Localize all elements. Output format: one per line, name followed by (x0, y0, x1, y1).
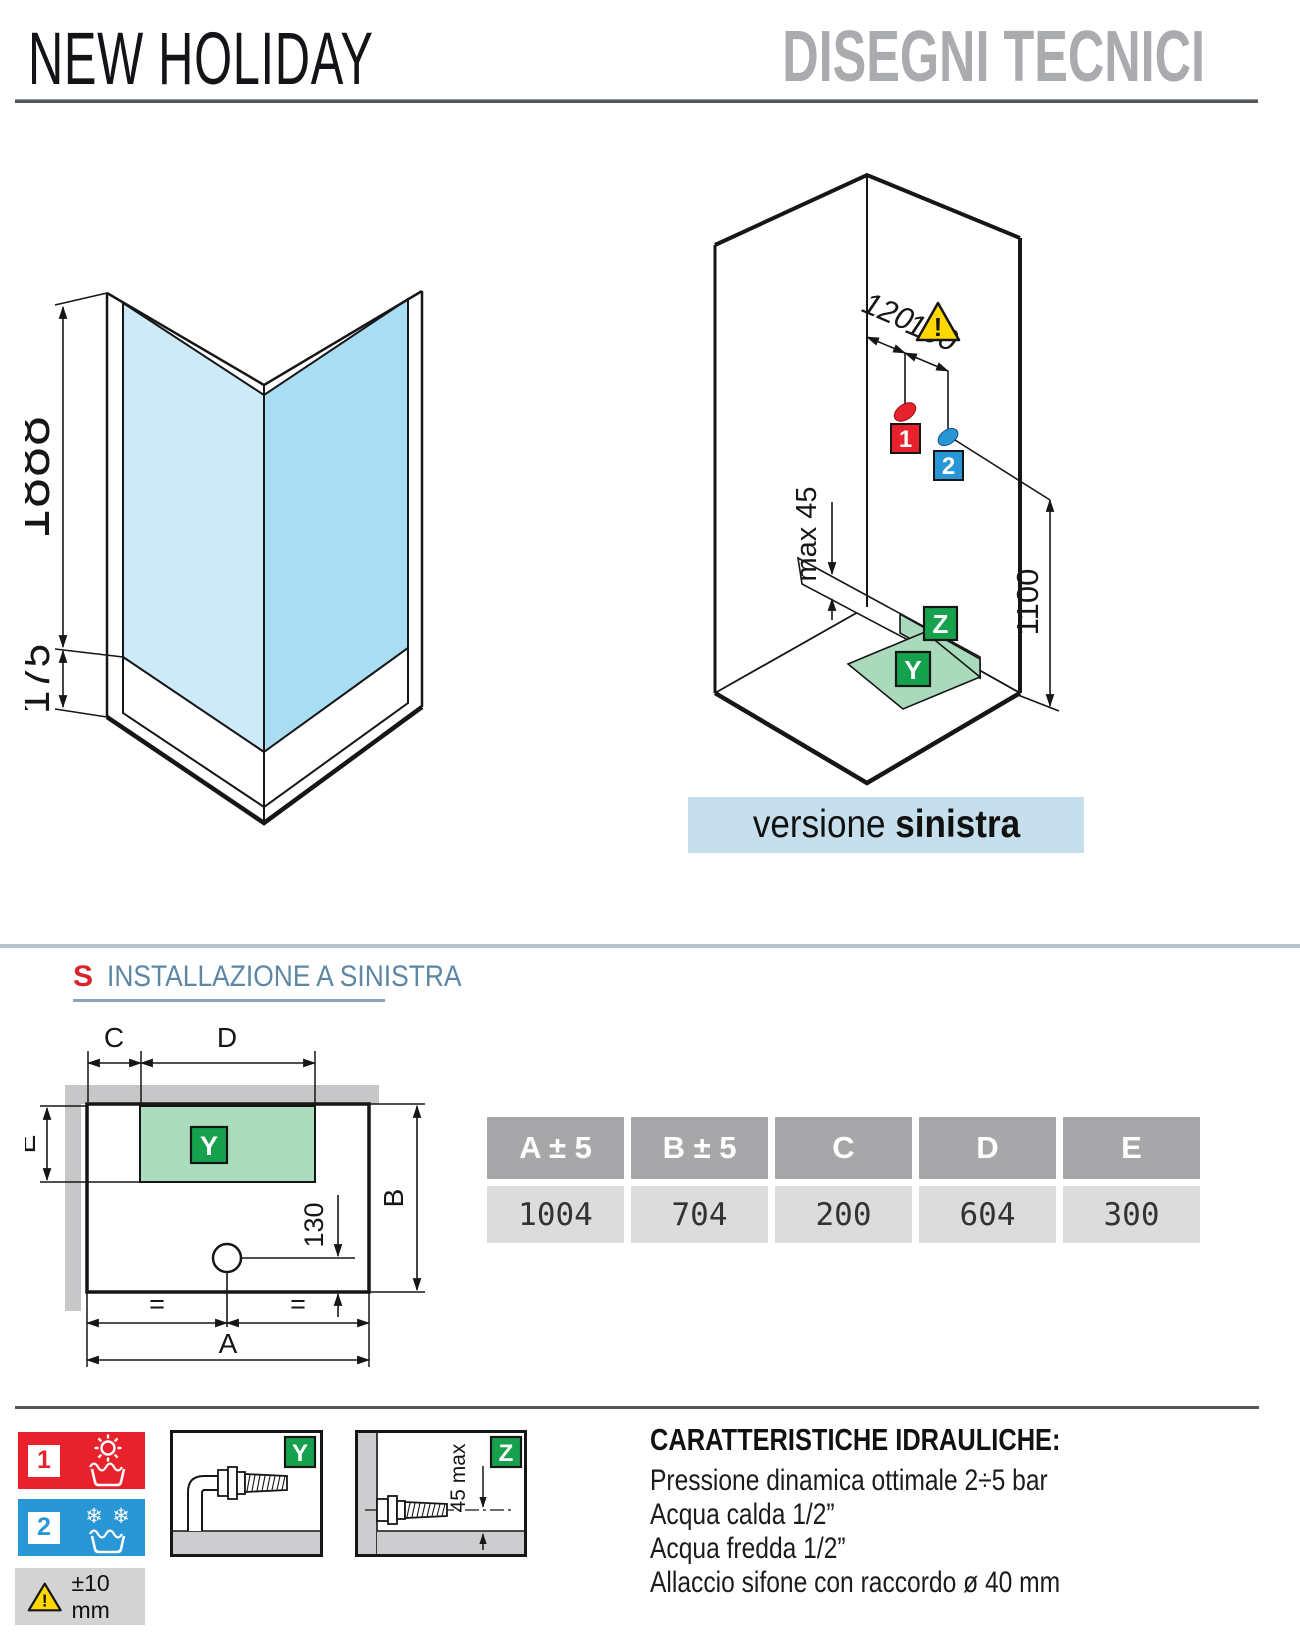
z-connection-panel: 45 max Z (355, 1430, 527, 1557)
cold-water-icon: ❄ ❄ (85, 1505, 130, 1553)
version-caption-normal: versione (752, 803, 886, 846)
spec-line: Acqua fredda 1/2” (650, 1532, 846, 1565)
dim-E-label: E (25, 1135, 41, 1154)
cold-number-badge: 2 (28, 1511, 60, 1544)
snowflake-icon: ❄ (85, 1505, 103, 1528)
glass-corner-drawing: 1888 175 (25, 289, 424, 826)
drain-hole (211, 1242, 243, 1274)
svg-text:Y: Y (292, 1440, 308, 1467)
svg-text:Y: Y (904, 655, 921, 685)
dim-line-120 (866, 336, 906, 354)
floor-strip (173, 1531, 320, 1554)
table-value-c: 200 (775, 1186, 912, 1243)
table-header-b: B ± 5 (631, 1117, 768, 1179)
svg-text:Y: Y (200, 1131, 218, 1161)
plan-section-title: S INSTALLAZIONE A SINISTRA (73, 960, 510, 994)
page-title: DISEGNI TECNICI (601, 16, 1205, 98)
ext-line (54, 292, 108, 306)
table-value-a: 1004 (487, 1186, 624, 1243)
equal-left-label: = (149, 1289, 165, 1319)
tolerance-note: ! ±10 mm (15, 1568, 145, 1625)
svg-text:Z: Z (499, 1440, 514, 1467)
snowflake-icon: ❄ (112, 1505, 130, 1528)
zone-z-badge: Z (489, 1435, 523, 1469)
max45-label: max 45 (791, 486, 823, 581)
warning-triangle-icon: ! (27, 1582, 62, 1611)
table-header-e: E (1063, 1117, 1200, 1179)
hot-water-icon (89, 1434, 126, 1486)
page-title-text: DISEGNI TECNICI (782, 17, 1205, 97)
ext-1100 (1017, 694, 1060, 712)
version-caption-bold: sinistra (894, 803, 1020, 846)
cold-water-point (937, 427, 959, 447)
hot-water-legend: 1 (18, 1432, 145, 1489)
dim-B-label: B (378, 1189, 409, 1208)
dim-175-label: 175 (25, 644, 58, 714)
svg-text:Z: Z (933, 609, 949, 639)
spec-line: Acqua calda 1/2” (650, 1498, 835, 1531)
svg-text:!: ! (42, 1590, 48, 1610)
dim-C-label: C (104, 1022, 124, 1053)
legend-divider (15, 1406, 1259, 1409)
ext-line (54, 648, 124, 658)
zone-z-badge: Z (922, 605, 959, 642)
dim-130-label: 130 (299, 1202, 329, 1247)
wall-left (65, 1085, 81, 1311)
hydraulic-specs-title: CARATTERISTICHE IDRAULICHE: (650, 1422, 1061, 1457)
header-divider (15, 99, 1258, 103)
hot-water-point (893, 402, 917, 422)
floor-strip (377, 1531, 524, 1554)
tolerance-value: ±10 mm (71, 1569, 110, 1623)
dim-A-label: A (219, 1328, 238, 1359)
hot-number-badge: 1 (28, 1444, 60, 1477)
table-header-c: C (775, 1117, 912, 1179)
product-title-text: NEW HOLIDAY (28, 17, 374, 100)
zone-y-badge: Y (189, 1125, 229, 1165)
hydraulic-specs: CARATTERISTICHE IDRAULICHE: Pressione di… (650, 1422, 1175, 1600)
wall-top (68, 1085, 379, 1104)
zone-y-badge: Y (894, 650, 932, 688)
spec-line: Allaccio sifone con raccordo ø 40 mm (650, 1566, 1061, 1599)
table-value-d: 604 (919, 1186, 1056, 1243)
table-header-d: D (919, 1117, 1056, 1179)
plan-title-underline (73, 999, 385, 1002)
spec-line: Pressione dinamica ottimale 2÷5 bar (650, 1464, 1048, 1497)
plan-drawing: C D Y E B 130 = = A (25, 1022, 425, 1367)
y-connection-panel: Y (170, 1430, 323, 1557)
zone-y-badge: Y (283, 1435, 317, 1469)
dim-D-label: D (217, 1022, 237, 1053)
table-value-b: 704 (631, 1186, 768, 1243)
cold-water-legend: 2 ❄ ❄ (18, 1499, 145, 1556)
table-value-e: 300 (1063, 1186, 1200, 1243)
dimensions-table: A ± 5 B ± 5 C D E 1004 704 200 604 300 (487, 1117, 1200, 1243)
ext-line (54, 708, 108, 718)
plan-title-text: INSTALLAZIONE A SINISTRA (107, 960, 462, 993)
wall-pipe-drawing (376, 1495, 448, 1525)
svg-text:2: 2 (942, 453, 955, 480)
dim-line-100 (904, 352, 949, 372)
leader-1100 (954, 439, 1051, 501)
hot-point-badge: 1 (890, 423, 921, 454)
floor-outer-edges (713, 691, 1022, 786)
table-header-a: A ± 5 (487, 1117, 624, 1179)
cold-point-badge: 2 (933, 450, 964, 481)
floor-junction-left (714, 606, 868, 694)
drain-pipe-drawing (187, 1466, 288, 1531)
left-version-marker: S (73, 960, 94, 993)
installation-cabin-drawing: 120 100 ! 1 2 max 45 1100 Z (713, 172, 1060, 786)
dim-45max-label: 45 max (447, 1443, 470, 1512)
svg-text:1: 1 (899, 426, 912, 453)
equal-right-label: = (290, 1289, 306, 1319)
wall-strip (358, 1433, 377, 1554)
dim-1100-label: 1100 (1010, 569, 1045, 636)
dim-1888-label: 1888 (25, 415, 61, 539)
product-title: NEW HOLIDAY (28, 16, 552, 101)
section-divider (0, 944, 1300, 948)
version-caption: versione sinistra (688, 797, 1084, 853)
svg-text:!: ! (934, 312, 943, 342)
warning-triangle-icon: ! (915, 301, 961, 342)
